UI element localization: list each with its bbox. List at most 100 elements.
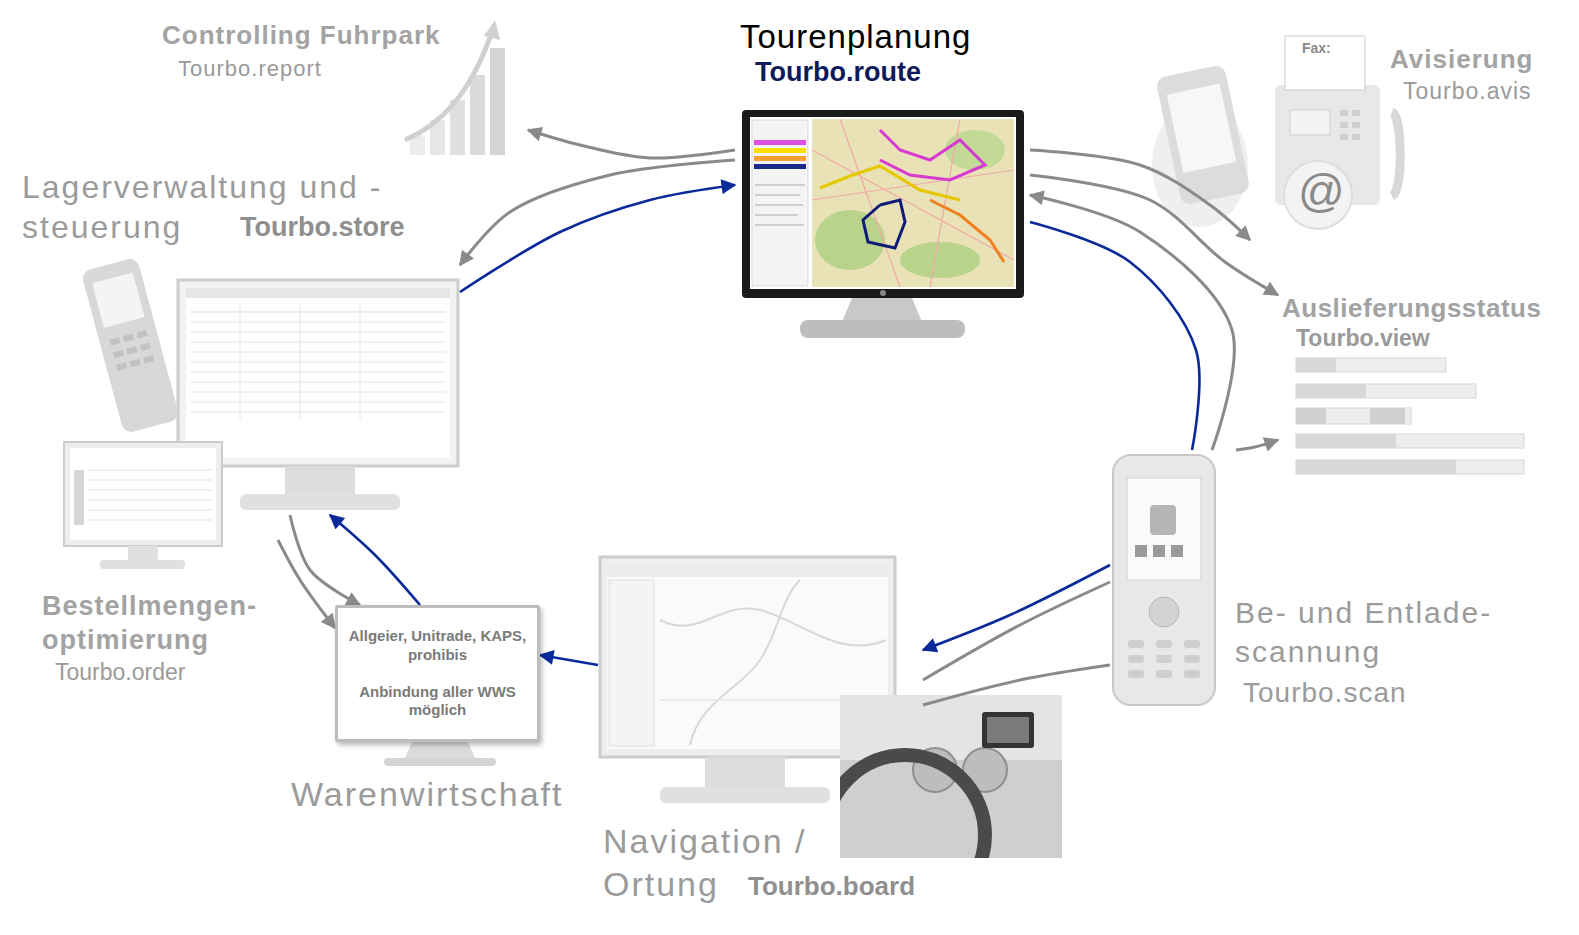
planning-monitor (800, 320, 965, 338)
flow-arrow (1030, 222, 1199, 450)
warehouse-monitor (123, 334, 134, 342)
flow-arrow (460, 160, 735, 265)
growth-chart (490, 48, 505, 155)
growth-chart (484, 20, 500, 40)
handheld-scanner (1113, 455, 1215, 705)
fax-phone-illustration (1340, 122, 1348, 128)
planning-monitor (880, 130, 985, 180)
warehouse-monitor (136, 330, 147, 338)
warehouse-monitor (126, 346, 137, 354)
order-monitor (88, 510, 212, 511)
handheld-scanner (1128, 670, 1144, 678)
truck-cockpit-photo (982, 712, 1034, 748)
warehouse-monitor (178, 280, 458, 466)
flow-arrow (1030, 195, 1234, 450)
notification-module: AvisierungTourbo.avis (1150, 35, 1550, 240)
planning-monitor (812, 119, 1014, 287)
fax-phone-illustration (1352, 122, 1360, 128)
planning-monitor (755, 185, 805, 186)
fax-phone-illustration (1285, 36, 1365, 90)
status-bars (1296, 434, 1524, 448)
module-title: Tourenplanung (740, 16, 971, 57)
planning-monitor (755, 215, 798, 216)
planning-module: TourenplanungTourbo.route (735, 12, 1030, 344)
handheld-scanner (1113, 455, 1215, 705)
flow-arrow (923, 665, 1110, 705)
handheld-scanner (1153, 545, 1165, 557)
warehouse-monitor (81, 257, 181, 434)
warehouse-monitor (186, 288, 450, 458)
status-bars (1296, 358, 1446, 372)
fax-phone-illustration (1392, 112, 1400, 196)
planning-monitor (820, 166, 960, 200)
warehouse-monitor (190, 412, 446, 413)
order-module: Bestellmengen- optimierungTourbo.order (38, 440, 278, 691)
status-bars (1296, 408, 1411, 424)
flow-arrow (528, 130, 735, 158)
wws-monitor-stand (384, 742, 496, 766)
flow-arrow (1030, 175, 1278, 295)
module-title: Controlling Fuhrpark (162, 19, 441, 52)
status-bars (1296, 460, 1524, 474)
navigation-monitor (607, 565, 888, 577)
warehouse-monitor (92, 272, 144, 327)
product-name: Tourbo.avis (1403, 77, 1532, 106)
status-bars (1296, 408, 1326, 424)
navigation-monitor (690, 580, 800, 745)
truck-cockpit-photo (840, 695, 1062, 858)
navigation-module: Navigation / OrtungTourbo.board (598, 555, 923, 910)
handheld-scanner (1127, 478, 1201, 580)
navigation-monitor (660, 787, 830, 803)
product-name: Tourbo.scan (1243, 675, 1407, 710)
planning-monitor (842, 298, 922, 322)
handheld-scanner (1156, 655, 1172, 663)
warehouse-monitor (190, 392, 446, 393)
status-bars (1296, 384, 1366, 398)
warehouse-monitor (143, 355, 154, 363)
navigation-monitor (609, 580, 654, 746)
module-title: Warenwirtschaft (291, 773, 563, 816)
order-monitor (88, 500, 212, 501)
flow-arrow (460, 185, 735, 292)
handheld-scanner (1135, 545, 1147, 557)
order-monitor (100, 560, 185, 569)
fax-phone-illustration (1340, 134, 1348, 140)
system-list: Allgeier, Unitrade, KAPS, prohibis (346, 627, 529, 665)
warehouse-monitor (285, 466, 355, 494)
fax-label: Fax: (1302, 40, 1331, 56)
fax-phone-illustration (1290, 110, 1330, 135)
handheld-scanner (1150, 505, 1176, 535)
scanning-module: Be- und Entlade- scannungTourbo.scan (1110, 450, 1529, 714)
module-title: Be- und Entlade- scannung (1235, 593, 1525, 671)
planning-monitor (863, 200, 905, 248)
wws-monitor-stand (384, 758, 496, 766)
order-monitor (88, 480, 212, 481)
warehouse-monitor (190, 372, 446, 373)
warehouse-monitor (190, 342, 446, 343)
warehouse-monitor (81, 257, 181, 434)
planning-monitor (880, 290, 886, 296)
module-title: Bestellmengen- optimierung (42, 590, 270, 658)
product-name: Tourbo.report (178, 55, 322, 83)
order-monitor (64, 442, 222, 546)
fax-phone-illustration (1352, 134, 1360, 140)
status-bars (1296, 358, 1336, 372)
status-bars (1296, 434, 1396, 448)
handheld-scanner (1184, 640, 1200, 648)
warehouse-monitor (360, 305, 361, 420)
warehouse-monitor (190, 352, 446, 353)
planning-monitor (742, 110, 1024, 338)
fax-phone-illustration (1152, 36, 1400, 229)
planning-monitor (900, 242, 980, 278)
delivery-status-module: AuslieferungsstatusTourbo.view (1278, 288, 1558, 483)
handheld-scanner (1128, 655, 1144, 663)
flow-arrow (923, 582, 1110, 680)
flow-arrow (278, 540, 335, 628)
warehouse-monitor (130, 359, 141, 367)
product-name: Tourbo.order (55, 658, 185, 687)
module-title: Auslieferungsstatus (1282, 292, 1541, 325)
truck-cockpit-photo (987, 717, 1029, 743)
controlling-module: Controlling FuhrparkTourbo.report (158, 15, 528, 160)
order-monitor (88, 490, 212, 491)
planning-monitor (815, 210, 885, 270)
